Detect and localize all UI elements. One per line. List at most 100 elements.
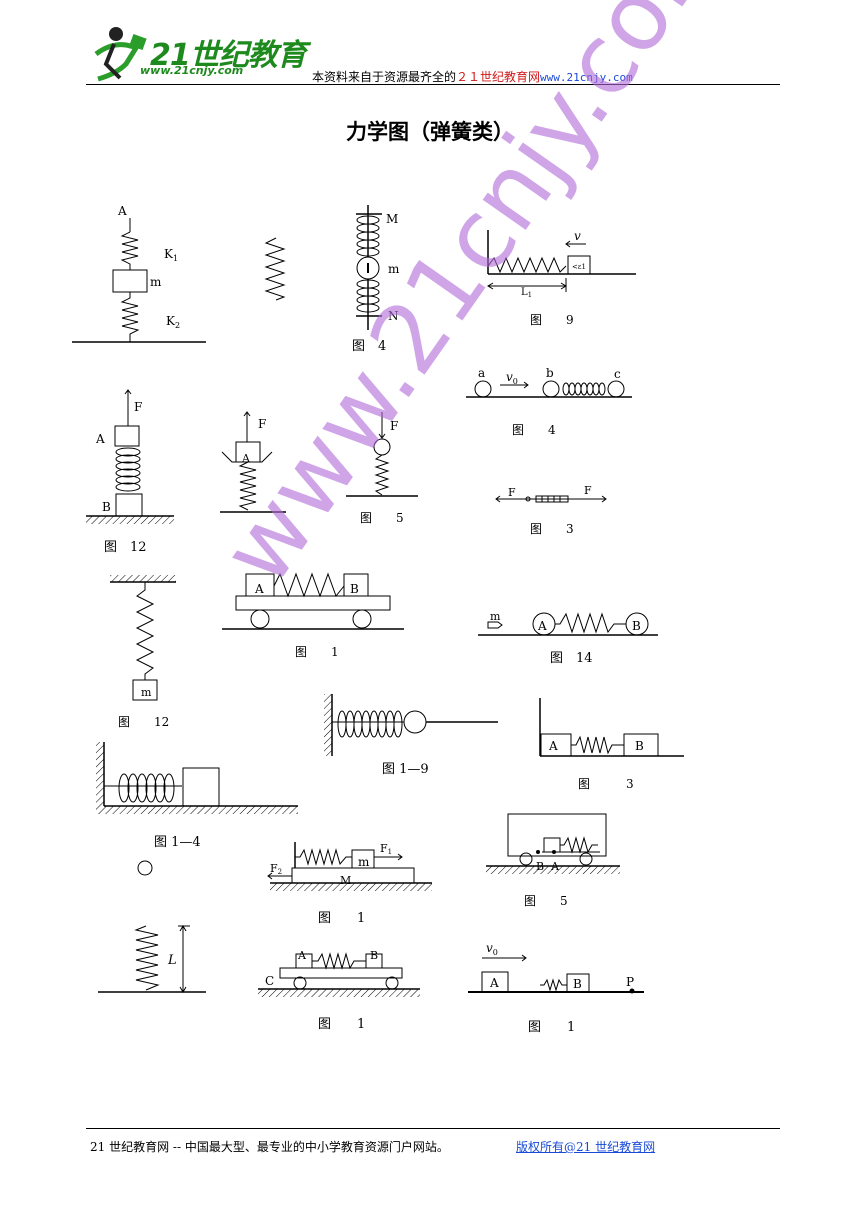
footer-copyright-link[interactable]: 版权所有@21 世纪教育网 [516, 1140, 656, 1154]
f17-label-b: B [536, 860, 544, 873]
figure-hanging-mass: m 图 12 [110, 575, 176, 729]
svg-text:<ε1: <ε1 [572, 263, 586, 271]
f20-label-b: B [573, 977, 582, 991]
f12-label-m: m [490, 610, 501, 623]
f1-label-k2: K [166, 314, 176, 328]
figure-ab-point: v0 A B P 图 1 [468, 941, 644, 1035]
f16-label-M: M [340, 874, 351, 887]
f12-caption: 图 14 [550, 651, 593, 666]
f19-label-c: C [265, 974, 274, 988]
svg-text:K2: K2 [166, 314, 180, 330]
f7-label-f: F [258, 417, 266, 431]
f10-label-m: m [141, 686, 152, 699]
figure-ball-on-spring: F 图 5 [346, 412, 418, 525]
f20-label-p: P [626, 975, 634, 989]
figure-corner-blocks: A B 图 3 [539, 698, 684, 791]
header-source-prefix: 本资料来自于资源最齐全的 [312, 70, 457, 84]
f6-label-a: A [95, 432, 105, 446]
figure-cart-ab: A B C 图 1 [258, 949, 420, 1032]
f5-label-v0-sub: 0 [513, 377, 518, 386]
page-header: 21世纪教育 www.21cnjy.com 本资料来自于资源最齐全的２１世纪教育… [0, 0, 860, 90]
f19-label-b: B [370, 949, 378, 962]
f1-label-k1: K [164, 247, 174, 261]
f5-label-v0: v [506, 370, 513, 384]
figure-vertical-coils-ball: M m N 图 4 [352, 205, 400, 354]
header-source-site[interactable]: www.21cnjy.com [540, 71, 633, 84]
f16-label-f1: F [380, 842, 388, 855]
footer-text: 21 世纪教育网 -- 中国最大型、最专业的中小学教育资源门户网站。 [90, 1140, 449, 1154]
f16-label-f2-sub: 2 [278, 868, 282, 876]
f14-label-a: A [548, 739, 558, 753]
f7-label-a: A [241, 452, 251, 465]
f1-label-a: A [117, 204, 127, 218]
figure-board-block: F1 F2 m M 图 1 [267, 842, 432, 926]
figure-tray-spring: F A [220, 411, 286, 513]
logo-runner-icon [94, 27, 147, 82]
svg-text:L1: L1 [521, 287, 532, 299]
f16-caption: 图 1 [318, 911, 365, 926]
f1-label-k2-sub: 2 [175, 321, 180, 330]
svg-text:v0: v0 [506, 370, 518, 386]
f18-label-l: L [167, 953, 177, 968]
svg-text:F1: F1 [380, 842, 392, 856]
f6-label-f: F [134, 400, 142, 414]
f1-label-m: m [150, 275, 162, 289]
f5-label-b: b [546, 366, 554, 380]
header-source: 本资料来自于资源最齐全的２１世纪教育网www.21cnjy.com [312, 68, 633, 85]
f14-label-b: B [635, 739, 644, 753]
f17-caption: 图 5 [524, 894, 568, 908]
f5-label-a: a [478, 366, 485, 380]
logo-url: www.21cnjy.com [140, 64, 244, 77]
logo-text: 21世纪教育 [150, 38, 307, 73]
f6-label-b: B [102, 500, 111, 514]
figure-lone-spring [264, 237, 286, 301]
f9-caption: 图 3 [530, 522, 574, 536]
f19-label-a: A [297, 949, 307, 962]
figure-stacked-blocks-spring: F A B 图 12 [86, 389, 174, 555]
header-divider [86, 84, 780, 85]
f11-label-b: B [350, 582, 359, 596]
f20-label-a: A [489, 976, 499, 990]
figure-double-spring: A K1 m K2 [72, 204, 206, 343]
f4-caption: 图 9 [530, 313, 574, 327]
f1-label-k1-sub: 1 [173, 254, 178, 263]
f5-label-c: c [614, 367, 621, 381]
f16-label-f1-sub: 1 [388, 848, 392, 856]
lone-ball [137, 860, 153, 876]
figure-wall-coil-ball: 图 1—9 [324, 694, 498, 777]
f16-label-m: m [358, 855, 370, 869]
f17-label-a: A [550, 860, 560, 873]
f20-caption: 图 1 [528, 1020, 575, 1035]
figure-box-car: B A 图 5 [486, 813, 620, 908]
svg-text:F2: F2 [270, 862, 282, 876]
f14-caption: 图 3 [578, 777, 634, 791]
figure-wall-coil-box: 图 1—4 [96, 742, 298, 850]
svg-text:v0: v0 [486, 941, 498, 957]
f5-caption: 图 4 [512, 423, 556, 437]
f20-label-v0-sub: 0 [493, 948, 498, 957]
figure-spring-scale: F F 图 3 [495, 484, 607, 536]
footer-divider [86, 1128, 780, 1129]
f15-caption: 图 1—4 [154, 835, 201, 850]
figure-cart-blocks: A B 图 1 [222, 572, 404, 659]
f12-label-a: A [537, 619, 547, 633]
f6-caption: 图 12 [104, 540, 147, 555]
header-source-red[interactable]: ２１世纪教育网 [456, 70, 541, 84]
f13-caption: 图 1—9 [382, 762, 429, 777]
f4-label-l: L [521, 287, 528, 298]
f4-label-v: v [574, 229, 581, 243]
f10-caption: 图 12 [118, 715, 169, 729]
f11-caption: 图 1 [295, 645, 339, 659]
figure-wall-spring-block: <ε1 v L1 图 9 [487, 229, 636, 327]
f20-label-v0: v [486, 941, 493, 955]
f11-label-a: A [254, 582, 264, 596]
f9-label-f-right: F [584, 484, 592, 497]
figure-spring-length: L [98, 925, 206, 993]
f9-label-f-left: F [508, 486, 516, 499]
svg-text:K1: K1 [164, 247, 178, 263]
figure-bullet-balls: m A B 图 14 [478, 610, 658, 666]
f8-caption: 图 5 [360, 511, 404, 525]
f16-label-f2: F [270, 862, 278, 875]
f3-caption: 图 4 [352, 339, 386, 354]
